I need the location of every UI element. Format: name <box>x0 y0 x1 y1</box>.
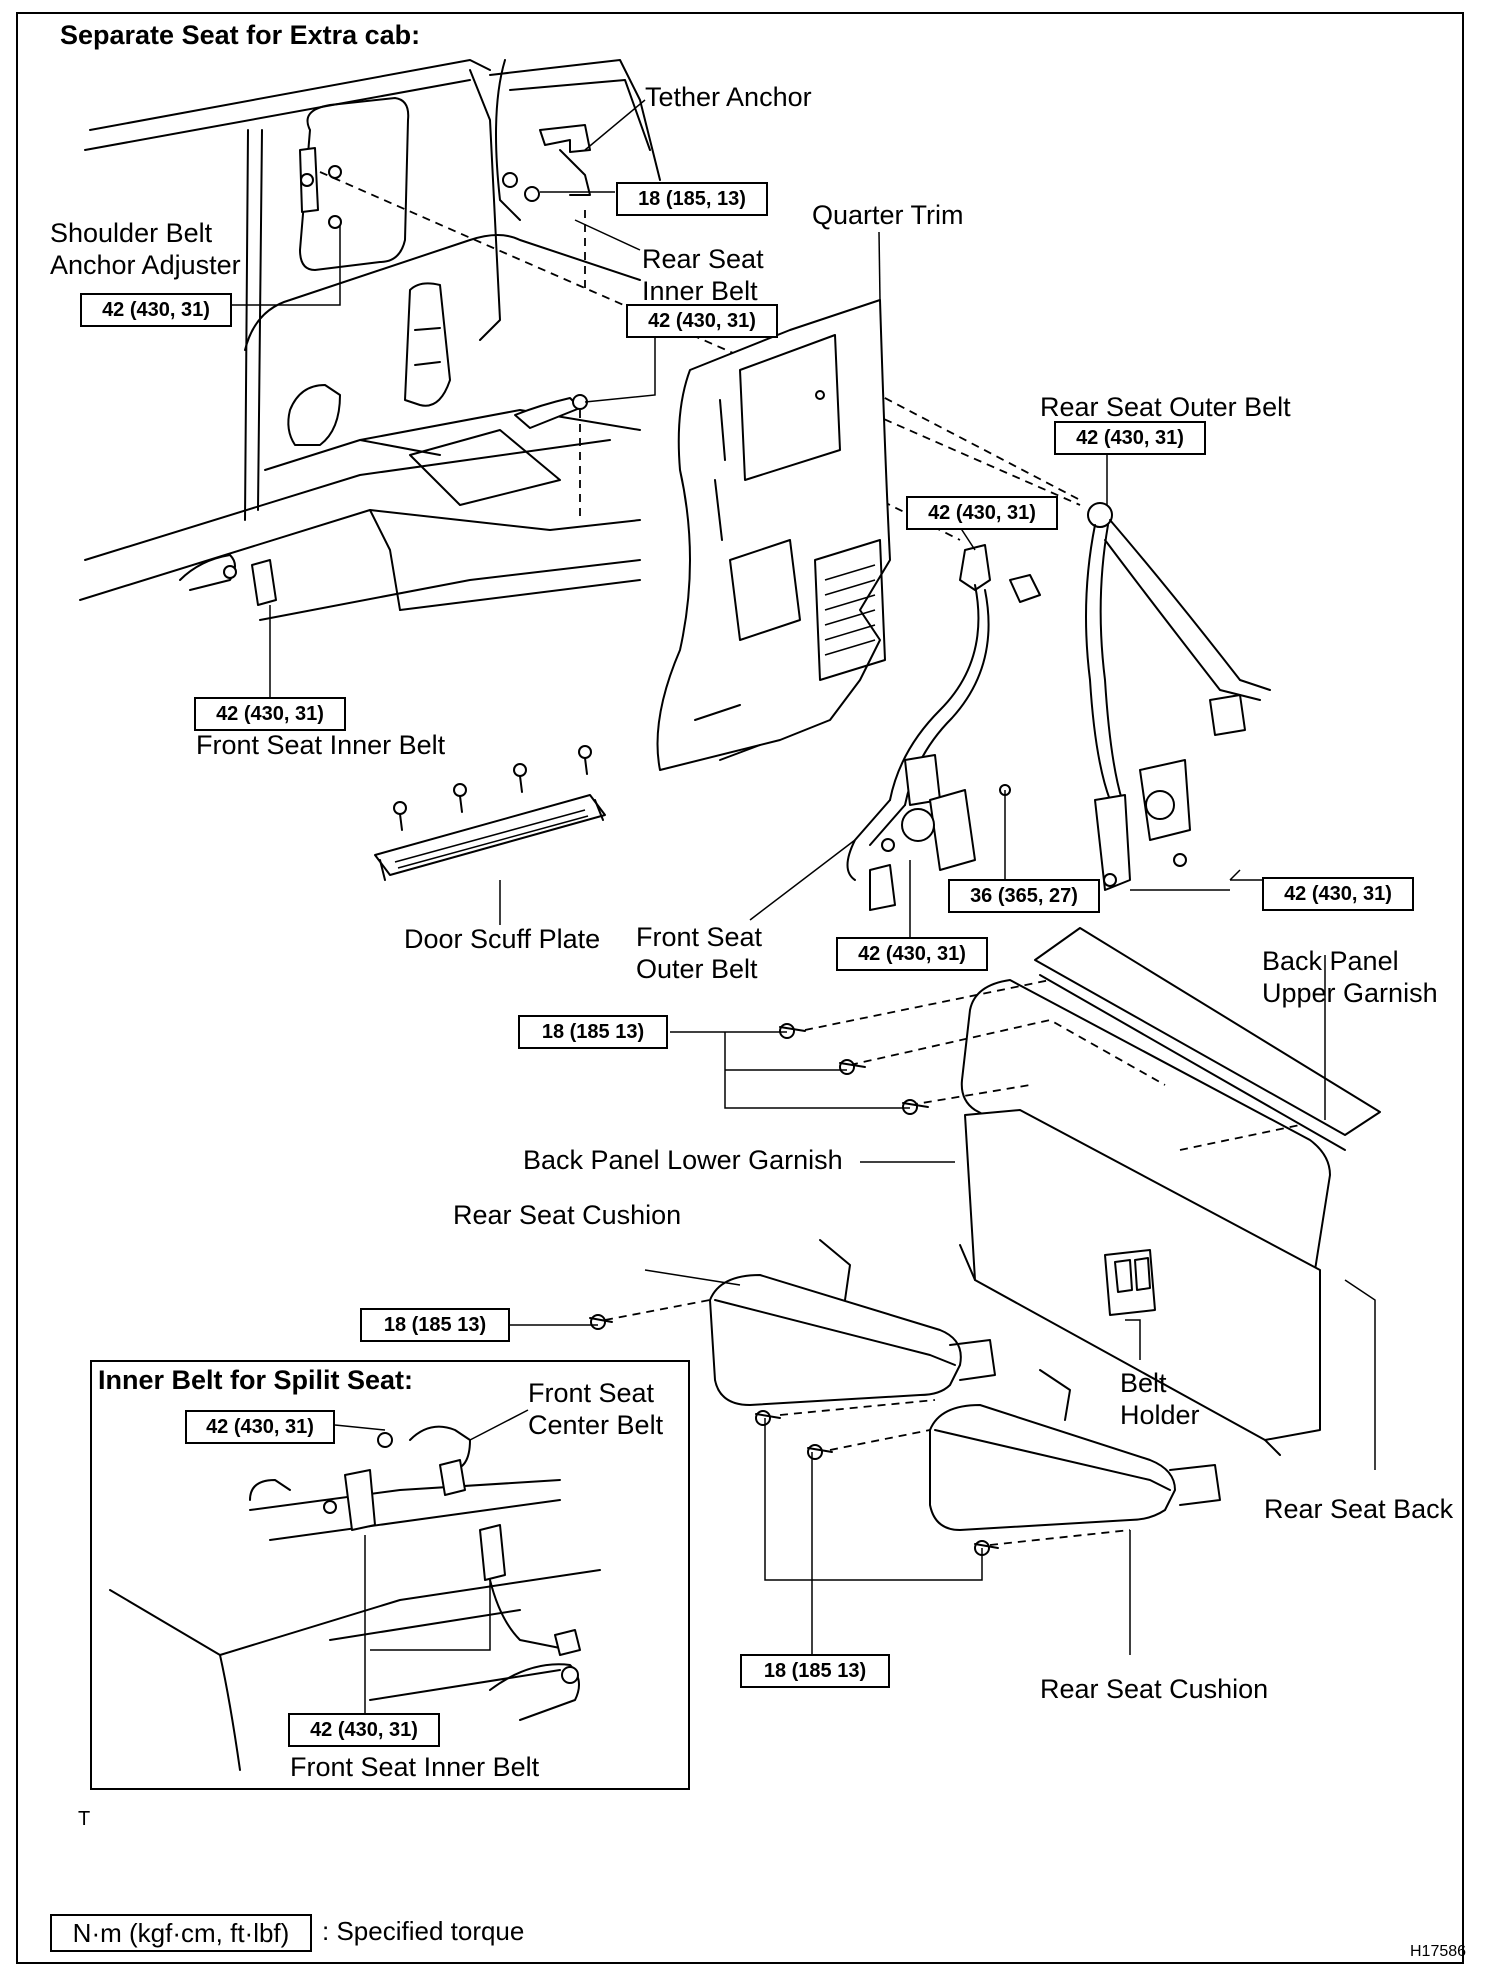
torque-inset-center-belt: 42 (430, 31) <box>185 1410 335 1444</box>
torque-front-outer-upper: 42 (430, 31) <box>906 496 1058 530</box>
shoulder-belt-anchor-adjuster-label-line2: Anchor Adjuster <box>50 250 241 280</box>
rear-seat-outer-belt-label: Rear Seat Outer Belt <box>1040 392 1291 422</box>
rear-seat-cushions-drawing <box>589 1239 1221 1556</box>
back-panel-upper-garnish-label-line2: Upper Garnish <box>1262 978 1438 1008</box>
torque-inset-inner-belt: 42 (430, 31) <box>288 1713 440 1747</box>
torque-front-outer-lower: 42 (430, 31) <box>836 937 988 971</box>
rear-seat-inner-belt-label-line1: Rear Seat <box>642 244 764 274</box>
torque-unit-legend-box: N·m (kgf·cm, ft·lbf) <box>50 1914 312 1952</box>
torque-shoulder-adjuster: 42 (430, 31) <box>80 293 232 327</box>
rear-seat-back-label: Rear Seat Back <box>1264 1494 1454 1524</box>
inset-title: Inner Belt for Spilit Seat: <box>98 1365 414 1395</box>
inner-belt-for-split-seat-inset <box>90 1360 690 1790</box>
rear-seat-cushion-bottom-label: Rear Seat Cushion <box>1040 1674 1269 1704</box>
torque-rear-inner-belt: 42 (430, 31) <box>626 304 778 338</box>
inset-drawing <box>109 1425 601 1771</box>
torque-front-outer-retractor: 36 (365, 27) <box>948 879 1100 913</box>
marker-t: T <box>78 1808 91 1830</box>
back-panel-upper-garnish-label-line1: Back Panel <box>1262 946 1399 976</box>
cab-interior-drawing <box>79 59 661 621</box>
figure-id: H17586 <box>1410 1943 1467 1960</box>
front-seat-center-belt-label-line2: Center Belt <box>528 1410 664 1440</box>
belt-holder-label-line1: Belt <box>1120 1368 1167 1398</box>
torque-rear-outer-lower: 42 (430, 31) <box>1262 877 1414 911</box>
torque-back-panel: 18 (185 13) <box>518 1015 668 1049</box>
torque-rear-outer-belt: 42 (430, 31) <box>1054 421 1206 455</box>
belt-holder-label-line2: Holder <box>1120 1400 1200 1430</box>
torque-tether-anchor: 18 (185, 13) <box>616 182 768 216</box>
rear-seat-outer-belt-drawing <box>1085 502 1271 891</box>
inset-front-seat-inner-belt-label: Front Seat Inner Belt <box>290 1752 540 1782</box>
front-seat-center-belt-label-line1: Front Seat <box>528 1378 655 1408</box>
shoulder-belt-anchor-adjuster-label-line1: Shoulder Belt <box>50 218 213 248</box>
door-scuff-plate-drawing <box>374 745 606 881</box>
back-panel-drawing <box>779 927 1381 1456</box>
rear-seat-inner-belt-label-line2: Inner Belt <box>642 276 758 306</box>
torque-cushion-bottom: 18 (185 13) <box>740 1654 890 1688</box>
torque-front-inner-belt: 42 (430, 31) <box>194 697 346 731</box>
diagram-title: Separate Seat for Extra cab: <box>60 20 421 50</box>
front-seat-outer-belt-drawing <box>846 544 1041 911</box>
quarter-trim-label: Quarter Trim <box>812 200 964 230</box>
front-seat-inner-belt-label: Front Seat Inner Belt <box>196 730 446 760</box>
tether-anchor-label: Tether Anchor <box>645 82 812 112</box>
rear-seat-cushion-top-label: Rear Seat Cushion <box>453 1200 682 1230</box>
door-scuff-plate-label: Door Scuff Plate <box>404 924 601 954</box>
torque-cushion-top: 18 (185 13) <box>360 1308 510 1342</box>
legend-description: : Specified torque <box>322 1916 525 1946</box>
front-seat-outer-belt-label-line2: Outer Belt <box>636 954 758 984</box>
quarter-trim-drawing <box>656 299 891 771</box>
leader-lines <box>230 99 1376 1730</box>
front-seat-outer-belt-label-line1: Front Seat <box>636 922 763 952</box>
back-panel-lower-garnish-label: Back Panel Lower Garnish <box>523 1145 843 1175</box>
diagram-frame <box>16 12 1464 1964</box>
